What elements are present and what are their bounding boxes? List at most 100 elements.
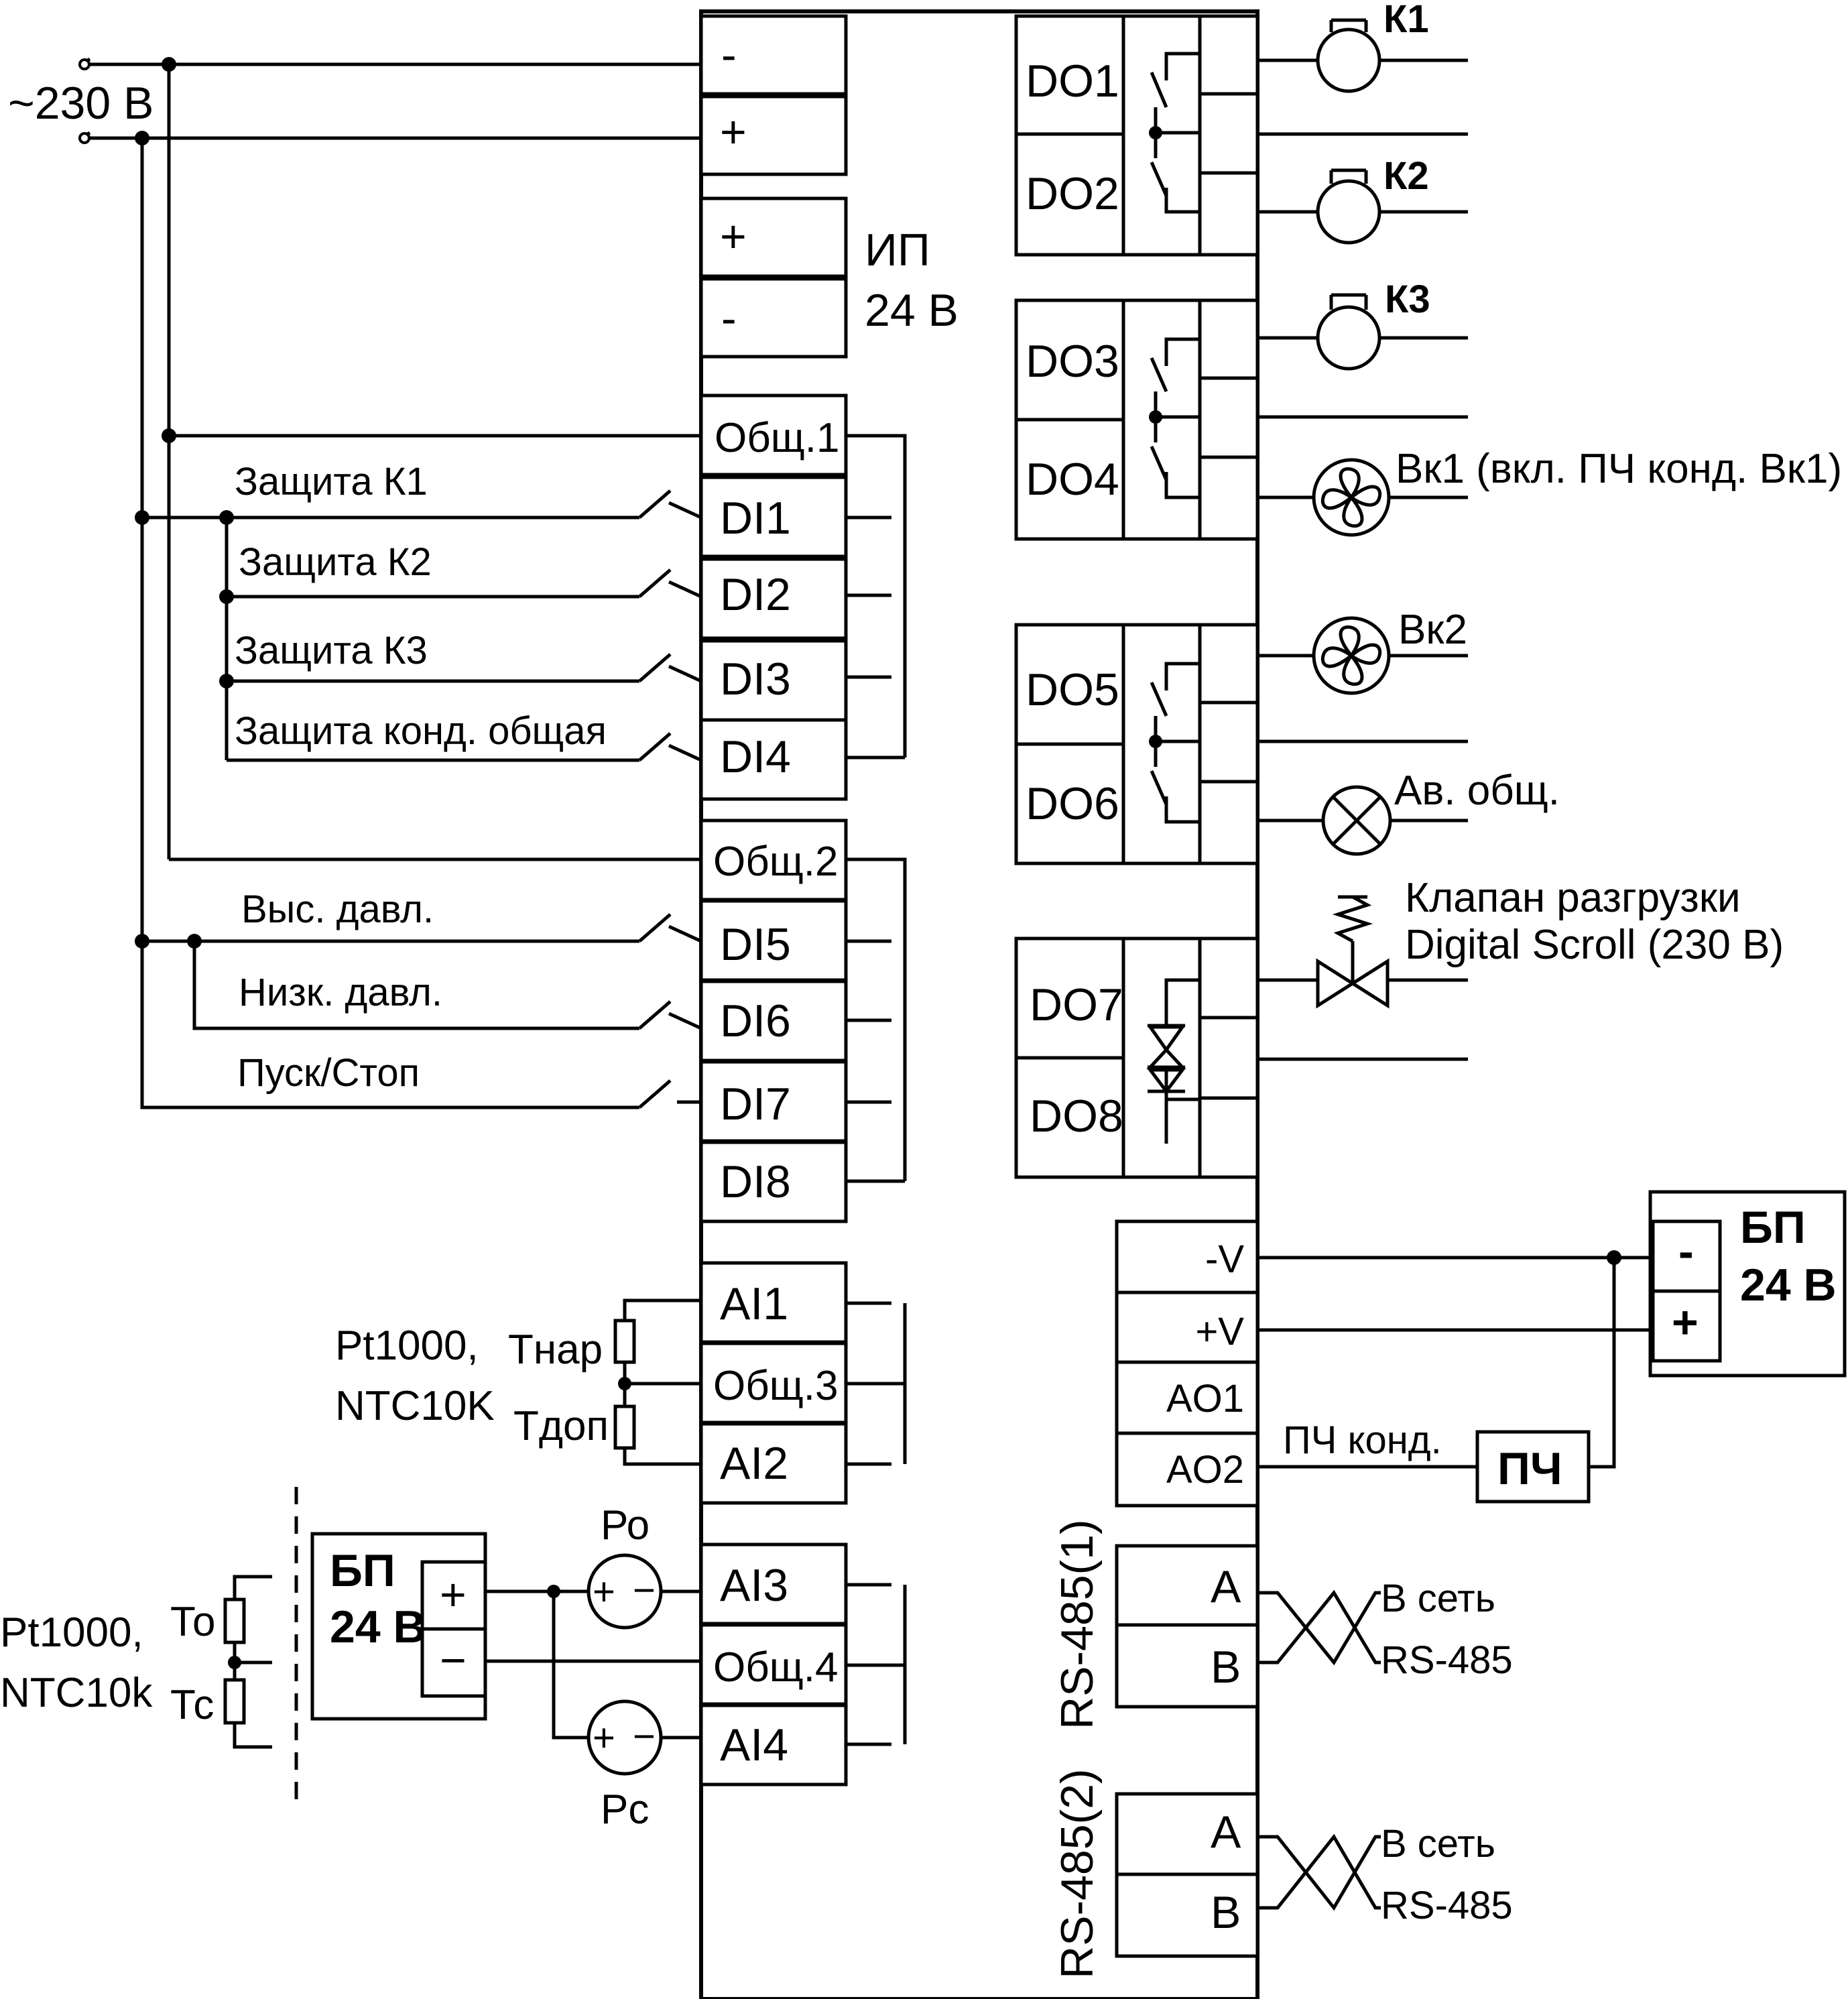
po-plus: + — [593, 1570, 615, 1614]
power-in-plus: + — [720, 107, 747, 158]
do-3: DO3 — [1026, 336, 1119, 387]
do-block-2: DO3 DO4 — [1014, 298, 1259, 541]
ts2-name-1: То — [170, 1599, 216, 1645]
power-in-minus: - — [721, 29, 737, 80]
po-label: Ро — [601, 1502, 650, 1549]
do-block-3: DO5 DO6 — [1014, 623, 1259, 865]
rs485-2-net-1: В сеть — [1381, 1822, 1495, 1866]
unloader-valve-icon — [1316, 895, 1390, 1009]
di-input-3: DI3 — [720, 654, 791, 705]
di-label-k3: Защита К3 — [235, 629, 428, 672]
psu-out-minus: - — [721, 293, 737, 344]
pc-minus: − — [633, 1715, 656, 1758]
di-common-1: Общ.1 — [715, 415, 839, 461]
do-5: DO5 — [1026, 664, 1119, 715]
rs485-2-b: B — [1211, 1887, 1241, 1938]
psu-left: БП 24 В + − — [310, 1532, 487, 1721]
ao-vplus: +V — [1195, 1310, 1244, 1353]
ao-block: -V +V AO1 AO2 ПЧ конд. ПЧ — [1115, 1219, 1653, 1508]
di-input-6: DI6 — [720, 995, 791, 1046]
psu-right-title-1: БП — [1740, 1202, 1806, 1253]
rs485-1-net-1: В сеть — [1381, 1577, 1495, 1620]
ai-common-4: Общ.4 — [713, 1644, 838, 1691]
psu-right: - + БП 24 В — [1648, 1190, 1847, 1378]
ai-input-3: AI3 — [720, 1560, 788, 1611]
ai-common-3: Общ.3 — [713, 1363, 838, 1409]
do-block-4: DO7 DO8 — [1014, 936, 1259, 1179]
do-6: DO6 — [1026, 778, 1119, 829]
psu-right-plus: + — [1672, 1297, 1699, 1348]
temp-sensors-to-tc: Pt1000, NTC10k То Тс — [0, 1575, 272, 1749]
di-input-5: DI5 — [720, 919, 791, 970]
di-input-1: DI1 — [720, 493, 791, 544]
ts1-name-2: Тдоп — [513, 1403, 609, 1449]
rs485-1-label: RS-485(1) — [1052, 1519, 1103, 1730]
psu-out-label-1: ИП — [865, 225, 930, 276]
di-label-low-pressure: Низк. давл. — [239, 971, 442, 1014]
psu-output-terminals: + - ИП 24 В — [699, 196, 959, 359]
load-k3: К3 — [1385, 278, 1430, 321]
rs485-1-net-2: RS-485 — [1381, 1638, 1513, 1682]
ai-input-2: AI2 — [720, 1438, 788, 1489]
load-valve-1: Клапан разгрузки — [1405, 875, 1741, 921]
ts1-type-1: Pt1000, — [335, 1323, 479, 1369]
psu-left-plus: + — [440, 1569, 467, 1620]
pressure-sensors: + − Ро + − Рс — [485, 1502, 701, 1833]
load-alarm: Ав. общ. — [1394, 768, 1560, 814]
do-4: DO4 — [1026, 454, 1119, 505]
do-7: DO7 — [1030, 979, 1123, 1030]
pc-label: Рс — [601, 1786, 649, 1833]
psu-left-minus: − — [440, 1635, 467, 1686]
rs485-1: A B RS-485(1) В сеть RS-485 — [1052, 1519, 1513, 1730]
di-common-2: Общ.2 — [713, 839, 838, 885]
ao-vminus: -V — [1205, 1237, 1244, 1281]
psu-left-title-1: БП — [330, 1545, 395, 1596]
di-group-1: Общ.1 DI1 DI2 DI3 DI4 — [699, 393, 907, 801]
di-wiring: Защита К1 Защита К2 Защита К3 Защита кон… — [135, 460, 702, 1109]
ai-group-2: AI3 Общ.4 AI4 — [699, 1542, 907, 1786]
di-label-k1: Защита К1 — [235, 460, 428, 503]
rs485-2: A B RS-485(2) В сеть RS-485 — [1052, 1768, 1513, 1979]
ai-input-4: AI4 — [720, 1719, 788, 1770]
compressor-k3-icon — [1316, 293, 1381, 371]
load-k1: К1 — [1383, 0, 1429, 41]
vfd-label: ПЧ — [1497, 1443, 1562, 1494]
di-group-2: Общ.2 DI5 DI6 DI7 DI8 — [699, 819, 907, 1223]
ao-2: AO2 — [1166, 1448, 1244, 1492]
di-input-4: DI4 — [720, 731, 791, 782]
ts2-type-1: Pt1000, — [0, 1610, 143, 1656]
fan-vk1-icon — [1312, 458, 1391, 537]
psu-right-minus: - — [1678, 1226, 1694, 1277]
load-vk2: Вк2 — [1398, 607, 1467, 653]
ts1-type-2: NTC10K — [335, 1383, 495, 1429]
alarm-lamp-icon — [1321, 785, 1392, 856]
di-label-high-pressure: Выс. давл. — [241, 888, 434, 931]
do-2: DO2 — [1026, 168, 1119, 219]
ao-vfd-line: ПЧ конд. — [1283, 1418, 1442, 1462]
do-block-1: DO1 DO2 — [1014, 14, 1259, 257]
di-label-k2: Защита К2 — [239, 540, 432, 584]
compressor-k2-icon — [1316, 168, 1381, 245]
rs485-1-b: B — [1211, 1642, 1241, 1693]
di-label-cond: Защита конд. общая — [235, 709, 607, 753]
fan-vk2-icon — [1312, 616, 1391, 695]
ts2-type-2: NTC10k — [0, 1670, 153, 1716]
rs485-2-a: A — [1211, 1807, 1241, 1858]
di-input-8: DI8 — [720, 1156, 791, 1207]
di-input-7: DI7 — [720, 1079, 791, 1130]
pc-plus: + — [593, 1716, 615, 1760]
load-valve-2: Digital Scroll (230 В) — [1405, 922, 1784, 968]
rs485-1-a: A — [1211, 1561, 1241, 1612]
ao-1: AO1 — [1166, 1377, 1244, 1420]
load-vk1: Вк1 (вкл. ПЧ конд. Вк1) — [1396, 446, 1842, 492]
temp-sensors-ai1-ai2: Pt1000, NTC10K Тнар Тдоп — [335, 1298, 701, 1466]
do-1: DO1 — [1026, 56, 1119, 107]
ts2-name-2: Тс — [170, 1682, 214, 1728]
psu-left-title-2: 24 В — [330, 1601, 426, 1652]
psu-out-plus: + — [720, 211, 747, 262]
load-k2: К2 — [1383, 154, 1429, 198]
do-loads: К1 К2 К3 — [1257, 0, 1842, 1061]
compressor-k1-icon — [1316, 18, 1381, 93]
di-label-start-stop: Пуск/Стоп — [237, 1051, 420, 1095]
